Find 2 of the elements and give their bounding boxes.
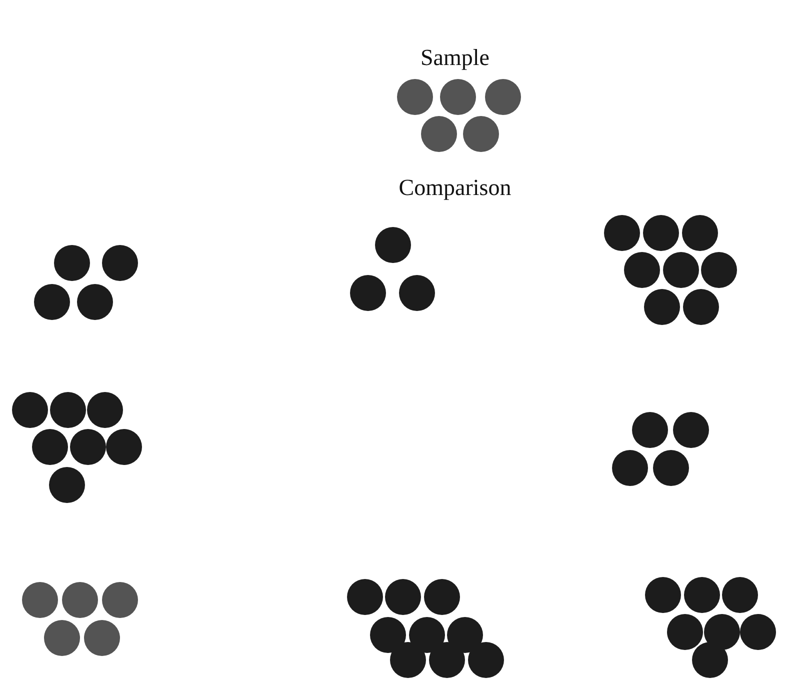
sample-heading: Sample: [420, 45, 490, 71]
comparison-heading: Comparison: [398, 175, 512, 201]
